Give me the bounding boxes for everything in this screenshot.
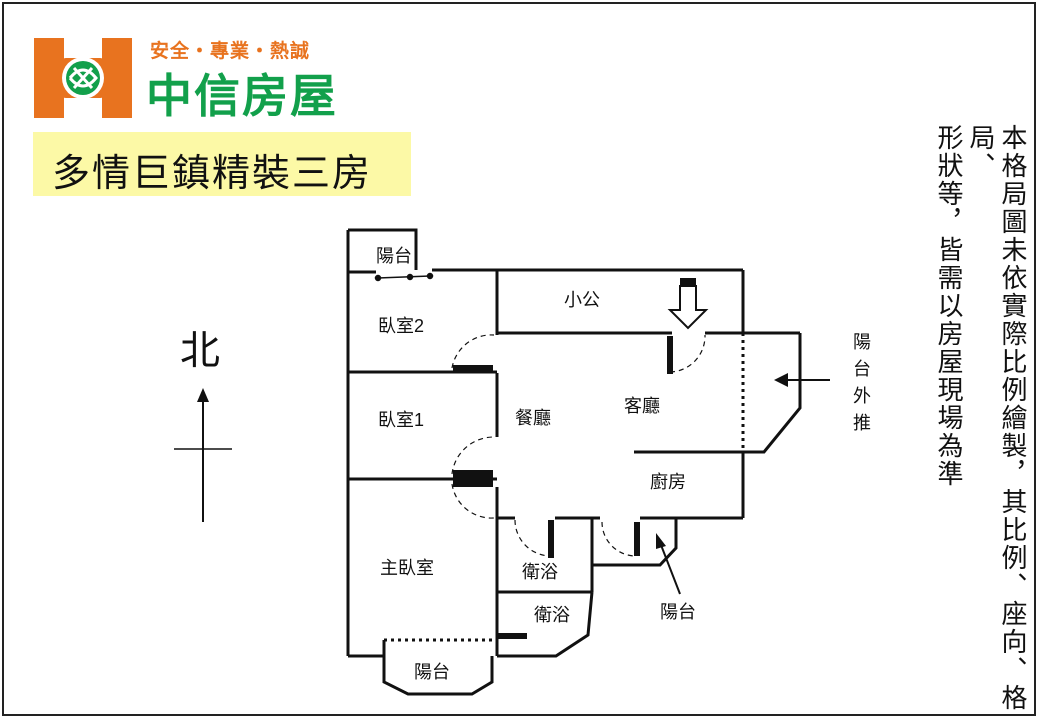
- annotation-char-4: 推: [853, 413, 871, 433]
- room-label-balcony-top: 陽台: [376, 246, 412, 266]
- north-arrow-icon: [174, 388, 232, 522]
- room-label-study: 小公: [564, 290, 600, 310]
- disclaimer-line-2: 形狀等，皆需以房屋現場為準: [933, 124, 963, 488]
- room-label-master: 主臥室: [380, 558, 434, 578]
- entrance-arrow-icon: [667, 278, 709, 330]
- room-label-kitchen: 廚房: [650, 471, 686, 492]
- room-label-bath1: 衛浴: [522, 562, 558, 582]
- globe-logo-icon: [34, 38, 132, 118]
- brand-slogan: 安全・專業・熱誠: [150, 40, 311, 62]
- north-label: 北: [180, 328, 220, 374]
- balcony-extended-arrow-icon: [774, 373, 830, 387]
- room-label-balcony-pointer: 陽台: [660, 602, 696, 622]
- room-label-balcony-bottom: 陽台: [414, 662, 450, 682]
- annotation-char-1: 陽: [853, 332, 871, 352]
- disclaimer-line-1: 本格局圖未依實際比例繪製，其比例、座向、格局、: [965, 124, 1027, 712]
- title-banner: [33, 132, 411, 196]
- balcony-pointer-arrow-icon: [656, 533, 681, 595]
- room-label-dining: 餐廳: [515, 408, 551, 428]
- annotation-char-2: 台: [853, 359, 871, 379]
- listing-title: 多情巨鎮精裝三房: [52, 151, 373, 195]
- room-label-bath2: 衛浴: [534, 605, 570, 625]
- room-label-living: 客廳: [624, 396, 660, 416]
- room-label-bedroom1: 臥室1: [378, 410, 424, 430]
- room-label-bedroom2: 臥室2: [378, 316, 424, 336]
- brand-name: 中信房屋: [146, 69, 338, 123]
- annotation-char-3: 外: [853, 386, 871, 406]
